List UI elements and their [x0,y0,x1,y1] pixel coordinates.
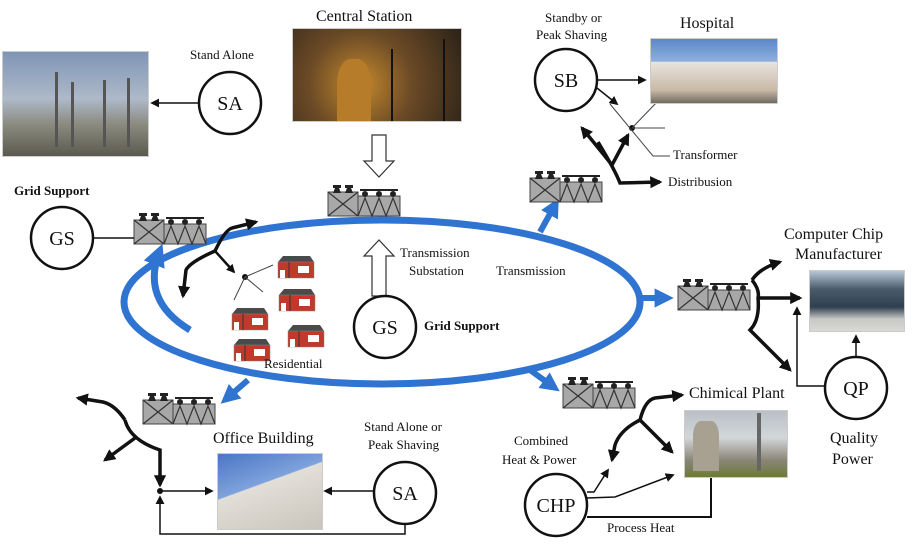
substation-icon [562,376,636,409]
transmission-substation-label-1: Transmission [400,245,470,260]
ring-arrow-grid-support [143,243,192,334]
stand-alone-label: Stand Alone [190,47,254,62]
office-building-photo [217,453,323,530]
node-gs-center: GS [352,294,418,360]
ring-arrow-chemical [528,367,560,392]
svg-text:GS: GS [372,317,398,339]
node-gs-left: GS [29,205,95,271]
standby-label-2: Peak Shaving [536,27,608,42]
chip-label-1: Computer Chip [784,226,884,243]
node-qp: QP [823,355,889,421]
chemical-plant-label: Chimical Plant [689,385,785,402]
central-station-label: Central Station [316,8,413,25]
refinery-photo [2,51,149,157]
house-icon [287,324,325,348]
svg-text:SB: SB [554,70,578,92]
grid-support-label-center: Grid Support [424,318,500,333]
chp-label-2: Heat & Power [502,452,577,467]
transmission-ring [120,216,644,388]
hospital-photo [650,38,778,104]
chip-manufacturer-photo [809,270,905,332]
quality-power-label-2: Power [832,451,873,468]
chip-label-2: Manufacturer [795,246,883,263]
office-building-label: Office Building [213,430,314,447]
house-icon [277,255,315,279]
substation-icon [327,184,401,217]
grid-support-label-left: Grid Support [14,183,90,198]
svg-text:SA: SA [217,93,243,115]
process-heat-label: Process Heat [607,520,675,535]
node-sb: SB [533,47,599,113]
node-sa-top: SA [197,70,263,136]
transformer-label: Transformer [673,147,738,162]
distribution-label: Distribusion [668,174,733,189]
standby-label-1: Standby or [545,10,602,25]
central-station-photo [292,28,462,122]
substation-icon [133,212,207,245]
transmission-label: Transmission [496,263,566,278]
node-chp: CHP [523,472,589,538]
node-sa-bottom: SA [372,460,438,526]
chemical-plant-photo [684,410,788,478]
hollow-arrow-down [362,134,396,178]
hospital-label: Hospital [680,15,735,32]
house-icon [231,307,269,331]
stand-alone-peak-label-2: Peak Shaving [368,437,440,452]
substation-icon [677,278,751,311]
ring-arrow-hospital [537,197,559,234]
quality-power-label-1: Quality [830,430,878,447]
hollow-arrow-up [362,239,396,297]
svg-text:GS: GS [49,228,75,250]
ring-arrow-office [220,377,250,404]
substation-icon [529,170,603,203]
svg-text:CHP: CHP [537,495,576,517]
chp-label-1: Combined [514,433,569,448]
house-icon [278,288,316,312]
stand-alone-peak-label-1: Stand Alone or [364,419,442,434]
svg-text:SA: SA [392,483,418,505]
residential-label: Residential [264,356,323,371]
substation-icon [142,392,216,425]
transmission-substation-label-2: Substation [409,263,464,278]
svg-text:QP: QP [843,378,869,400]
